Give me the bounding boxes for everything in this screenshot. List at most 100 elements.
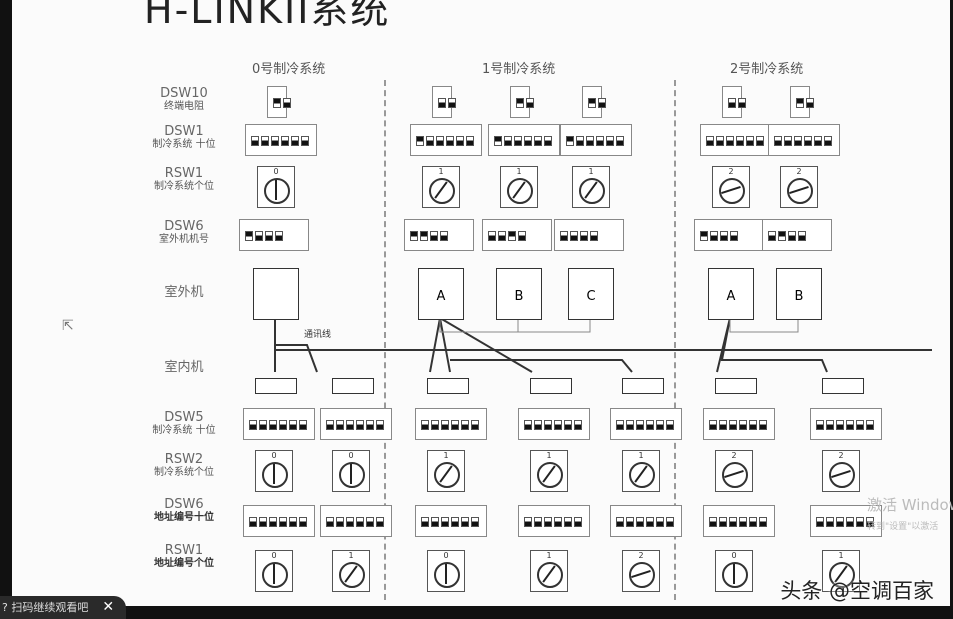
dip-switch-toggle	[440, 231, 448, 241]
dip-switch-toggle	[259, 517, 267, 527]
dip-switch-toggle	[436, 136, 444, 146]
close-icon[interactable]: ✕	[102, 599, 115, 615]
rotary-dial	[507, 178, 533, 204]
row-label-title: DSW5	[164, 410, 204, 425]
dip-switch-toggle	[534, 517, 542, 527]
dip-switch-toggle	[656, 420, 664, 430]
dip-switch-toggle	[749, 420, 757, 430]
rotary-dial	[829, 462, 855, 488]
dip-switch-toggle	[438, 98, 446, 108]
rotary-needle-icon	[733, 564, 735, 584]
dip-switch-toggle	[846, 420, 854, 430]
rsw1-rotary-switch: 2	[780, 166, 818, 208]
wire-sys0	[274, 320, 318, 373]
wire-sys1-outdoor-link	[439, 320, 591, 333]
indoor-rsw1-rotary-switch: 0	[427, 550, 465, 592]
rotary-needle-icon	[275, 180, 277, 200]
row-label-subtitle: 地址编号十位	[154, 512, 214, 523]
rotary-dial	[719, 178, 745, 204]
dip-switch-toggle	[544, 136, 552, 146]
dip-switch-toggle	[366, 517, 374, 527]
dip-switch-toggle	[564, 420, 572, 430]
rotary-value: 0	[443, 551, 449, 560]
comm-line-label: 通讯线	[304, 330, 332, 340]
dip-switch-toggle	[448, 98, 456, 108]
dip-switch-toggle	[441, 517, 449, 527]
dip-switch-toggle	[466, 136, 474, 146]
system-divider	[674, 80, 676, 600]
dip-switch-toggle	[616, 420, 624, 430]
dsw1-switch	[488, 124, 560, 156]
dip-switch-toggle	[279, 420, 287, 430]
dip-switch-toggle	[431, 420, 439, 430]
dip-switch-toggle	[574, 517, 582, 527]
rotary-value: 1	[588, 167, 594, 176]
dip-switch-toggle	[346, 517, 354, 527]
row-label-title: RSW2	[164, 452, 204, 467]
dsw6-switch	[762, 219, 832, 251]
dip-switch-toggle	[516, 98, 524, 108]
dsw1-switch	[245, 124, 317, 156]
dsw1-switch	[768, 124, 840, 156]
dip-switch-toggle	[255, 231, 263, 241]
dip-switch-toggle	[720, 231, 728, 241]
dip-switch-toggle	[836, 517, 844, 527]
dip-switch-toggle	[636, 420, 644, 430]
outdoor-unit: A	[418, 268, 464, 320]
dsw1-switch	[410, 124, 482, 156]
dip-switch-toggle	[544, 517, 552, 527]
indoor-unit	[530, 378, 572, 394]
dip-switch-toggle	[804, 136, 812, 146]
row-label-title: DSW10	[160, 86, 208, 101]
dip-switch-toggle	[646, 517, 654, 527]
dip-switch-toggle	[498, 231, 506, 241]
dsw1-switch	[560, 124, 632, 156]
dip-switch-toggle	[570, 231, 578, 241]
mouse-cursor-icon: ⇱	[62, 318, 74, 334]
dip-switch-toggle	[291, 136, 299, 146]
rotary-dial	[264, 178, 290, 204]
dip-switch-toggle	[866, 420, 874, 430]
indoor-unit	[427, 378, 469, 394]
rotary-dial	[339, 562, 365, 588]
dip-switch-toggle	[806, 98, 814, 108]
indoor-dsw6-switch	[243, 505, 315, 537]
rotary-dial	[629, 562, 655, 588]
indoor-unit	[255, 378, 297, 394]
dsw10-switch	[722, 86, 746, 118]
dip-switch-toggle	[524, 136, 532, 146]
rotary-dial	[722, 462, 748, 488]
dip-switch-toggle	[456, 136, 464, 146]
dip-switch-toggle	[656, 517, 664, 527]
dip-switch-toggle	[504, 136, 512, 146]
scan-toast[interactable]: ? 扫码继续观看吧 ✕	[0, 596, 127, 619]
rotary-value: 1	[443, 451, 449, 460]
dip-switch-toggle	[514, 136, 522, 146]
outdoor-unit	[253, 268, 299, 320]
dip-switch-toggle	[471, 420, 479, 430]
wire-sys1	[429, 317, 633, 373]
dip-switch-toggle	[706, 136, 714, 146]
dip-switch-toggle	[554, 517, 562, 527]
dip-switch-toggle	[420, 231, 428, 241]
dip-switch-toggle	[518, 231, 526, 241]
indoor-rsw1-rotary-switch: 1	[530, 550, 568, 592]
rotary-value: 0	[271, 551, 277, 560]
dip-switch-toggle	[626, 517, 634, 527]
dip-switch-toggle	[275, 231, 283, 241]
outdoor-unit: C	[568, 268, 614, 320]
rotary-dial	[537, 562, 563, 588]
row-label-title: 室内机	[164, 360, 204, 375]
dip-switch-toggle	[826, 517, 834, 527]
dip-switch-toggle	[441, 420, 449, 430]
dip-switch-toggle	[346, 420, 354, 430]
rotary-value: 1	[638, 451, 644, 460]
dip-switch-toggle	[494, 136, 502, 146]
dip-switch-toggle	[616, 517, 624, 527]
dip-switch-toggle	[709, 517, 717, 527]
